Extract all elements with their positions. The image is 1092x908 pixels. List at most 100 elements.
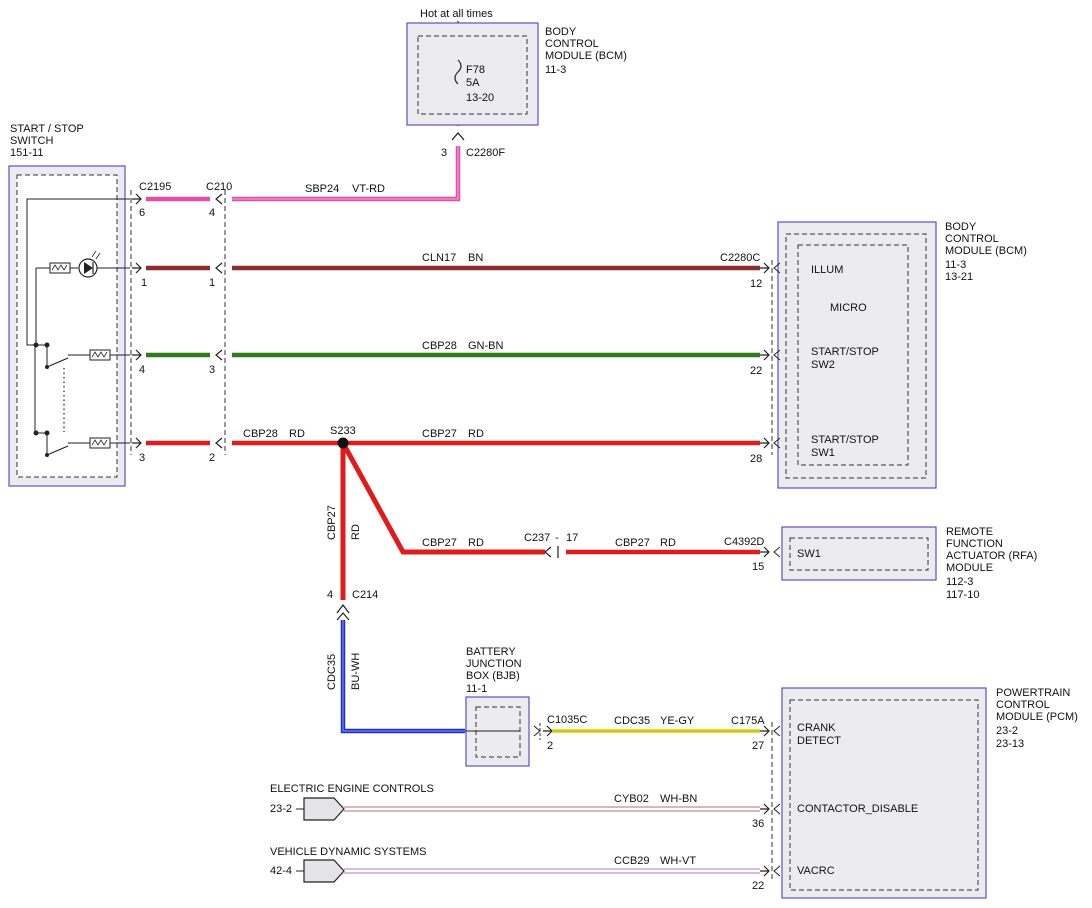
pcm-pin36-arrow (760, 803, 770, 815)
eec-offpage-connector-icon (303, 797, 345, 821)
cdc35-vert-color: BU-WH (350, 653, 362, 690)
c175a-label: C175A (731, 715, 765, 727)
pcm-vacrc: VACRC (797, 865, 835, 877)
c210-pin2-arrow (215, 437, 223, 449)
pin-sw-1: 1 (141, 277, 147, 289)
c237-pin: 17 (566, 532, 578, 544)
pcm-label-1: POWERTRAIN (996, 687, 1070, 699)
bcm-top-label-4: 11-3 (545, 64, 566, 76)
c2195-pin6-arrow (132, 193, 142, 205)
switch-label-1: START / STOP (10, 123, 84, 135)
eec-title: ELECTRIC ENGINE CONTROLS (270, 783, 434, 795)
cbp27-vert-circuit: CBP27 (326, 505, 338, 540)
cbp27-rfa1-color: RD (468, 537, 484, 549)
pcm-crank-1: CRANK (797, 722, 836, 734)
bcm-right-label-3: MODULE (BCM) (945, 245, 1027, 257)
bcm-pin12-arrow (760, 262, 770, 274)
cyb02-color: WH-BN (660, 793, 697, 805)
c2280f-label: C2280F (466, 147, 505, 159)
pcm-label-5: 23-13 (996, 738, 1024, 750)
eec-ref: 23-2 (270, 803, 292, 815)
fuse-ref: 13-20 (466, 92, 494, 104)
cbp27-rfa2-color: RD (660, 537, 676, 549)
fuse-rating: 5A (466, 77, 480, 89)
rfa-label-1: REMOTE (946, 526, 993, 538)
c2195-pin3-arrow (132, 437, 142, 449)
bcm-sw2-line2: SW2 (811, 359, 835, 371)
cbp28-gn-color: GN-BN (468, 340, 504, 352)
pcm-pin27-arrow (760, 725, 770, 737)
c237-label: C237 (524, 532, 550, 544)
bcm-illum: ILLUM (811, 264, 843, 276)
c2280c-label: C2280C (720, 252, 760, 264)
c237-sep: - (555, 532, 559, 544)
bcm-right-label-1: BODY (945, 221, 977, 233)
switch-sw2-contact (46, 357, 69, 368)
pcm-label-2: CONTROL (996, 699, 1050, 711)
c214-label: C214 (352, 589, 378, 601)
bcm-top-inner (417, 35, 528, 115)
c1035c-label: C1035C (547, 714, 587, 726)
c2195-pin4-arrow (132, 349, 142, 361)
pcm-crank-2: DETECT (797, 735, 841, 747)
switch-sw1-contact (46, 445, 69, 456)
cyb02-circuit: CYB02 (614, 793, 649, 805)
c237-arrow-left (544, 546, 552, 558)
vds-offpage-connector-icon (303, 859, 345, 883)
rfa-inner (789, 537, 929, 571)
cbp27-rfa2-circuit: CBP27 (615, 537, 650, 549)
switch-label-3: 151-11 (10, 147, 43, 159)
pin-pcm-27: 27 (752, 740, 764, 752)
pin-c210-3: 3 (209, 364, 215, 376)
pin-sw-3: 3 (139, 452, 145, 464)
pcm-label-3: MODULE (PCM) (996, 711, 1078, 723)
switch-label-2: SWITCH (10, 135, 53, 147)
pin-rfa-15: 15 (752, 561, 764, 573)
bcm-right-label-2: CONTROL (945, 233, 999, 245)
fuse-symbol (454, 59, 462, 85)
bcm-pin22-arrow (760, 349, 770, 361)
pcm-box (781, 687, 987, 899)
bcm-sw1-line2: SW1 (811, 447, 835, 459)
bcm-right-label-4: 11-3 (945, 259, 966, 271)
pcm-inner (789, 699, 979, 891)
c4392d-label: C4392D (724, 536, 764, 548)
supply-label: Hot at all times (420, 8, 493, 20)
cbp27-rfa1-circuit: CBP27 (422, 537, 457, 549)
c2195-pin1-arrow (132, 262, 142, 274)
bcm-micro: MICRO (830, 302, 867, 314)
cdc35-h-circuit: CDC35 (614, 715, 650, 727)
pin-c210-4: 4 (209, 207, 215, 219)
bcm-top-label-2: CONTROL (545, 38, 599, 50)
bjb-inner (475, 706, 521, 758)
vds-ref: 42-4 (270, 865, 292, 877)
rfa-label-3: ACTUATOR (RFA) (946, 550, 1037, 562)
sbp24-circuit: SBP24 (305, 183, 339, 195)
pcm-contactor: CONTACTOR_DISABLE (797, 803, 918, 815)
c1035c-arrow (543, 725, 553, 737)
c210-pin1-arrow (215, 262, 223, 274)
wire-sbp24 (232, 146, 461, 202)
c210-pin4-arrow (215, 193, 223, 205)
bjb-label-1: BATTERY (466, 646, 516, 658)
c210-label: C210 (206, 181, 232, 193)
cbp27-bcm-circuit: CBP27 (422, 428, 457, 440)
pcm-pin22-arrow (760, 865, 770, 877)
cln17-circuit: CLN17 (422, 252, 456, 264)
rfa-label-5: 112-3 (946, 576, 973, 588)
bcm-pin28-arrow (760, 437, 770, 449)
ccb29-color: WH-VT (660, 855, 696, 867)
rfa-label-4: MODULE (946, 562, 993, 574)
pin-pcm-36: 36 (752, 818, 764, 830)
rfa-pin15-arrow (760, 546, 770, 558)
rfa-box (781, 526, 937, 581)
cbp27-bcm-color: RD (468, 428, 484, 440)
bcm-top-box (406, 22, 539, 126)
bcm-micro-box (797, 244, 909, 466)
bcm-right-box (777, 221, 937, 489)
rfa-sw1: SW1 (797, 548, 821, 560)
s233-splice-icon (337, 437, 349, 449)
pcm-label-4: 23-2 (996, 725, 1018, 737)
c2280f-pin: 3 (441, 147, 447, 159)
pin-bcm-12: 12 (750, 278, 762, 290)
